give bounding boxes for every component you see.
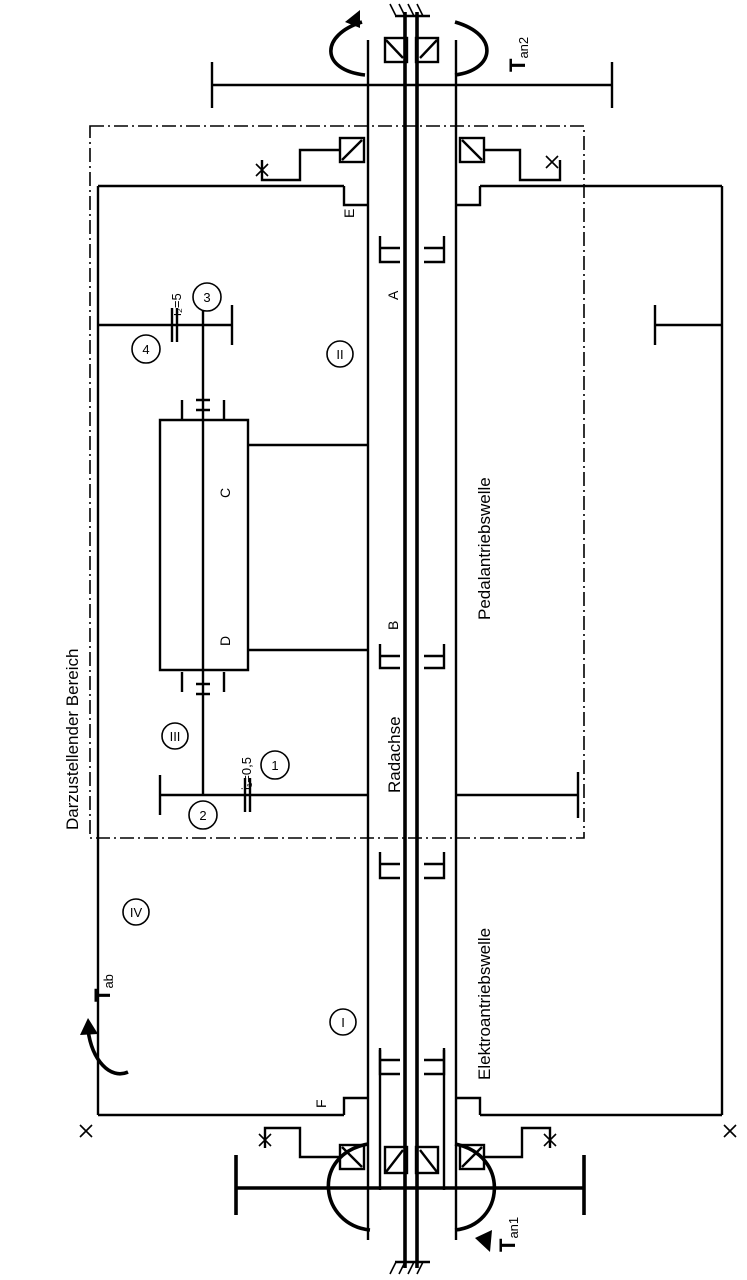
gear-label-4: 4 (142, 342, 149, 357)
clutch-e-symbol (342, 186, 482, 207)
wheel-axle (389, 3, 430, 1275)
clutch-label-e: E (341, 209, 357, 218)
shaft-number-markers: I II III IV (122, 340, 357, 1036)
outer-housing (79, 184, 737, 1138)
clutch-f-symbol (342, 1096, 482, 1115)
gear-pair-1-2 (158, 772, 580, 818)
layshaft (158, 310, 368, 795)
clutch-label-f: F (313, 1099, 329, 1108)
bottom-bearing (234, 1145, 586, 1215)
clutch-label-b: B (385, 621, 401, 630)
shaft-label-2: II (336, 347, 343, 362)
pedal-shaft-label: Pedalantriebswelle (475, 477, 494, 620)
gear-number-markers: 1 2 3 4 (131, 282, 290, 830)
clutch-b-symbol (378, 644, 446, 670)
torque-arrow-bottom-head (475, 1230, 492, 1252)
region-boundary (89, 125, 585, 839)
shaft-label-3: III (170, 729, 181, 744)
clutch-label-d: D (217, 636, 233, 646)
output-torque-arrow (86, 1029, 129, 1076)
shaft-label-4: IV (130, 905, 143, 920)
clutch-a-symbol (378, 236, 446, 264)
clutch-label-a: A (385, 290, 401, 300)
clutch-label-c: C (217, 488, 233, 498)
top-bearing (210, 36, 614, 108)
gear-label-3: 3 (203, 290, 210, 305)
gear-label-2: 2 (199, 808, 206, 823)
ratio-label-2: i₂=5 (169, 293, 184, 316)
middle-clutch-symbol (378, 852, 446, 1076)
torque-label-in1: Tan1 (495, 1217, 521, 1252)
gear-label-1: 1 (271, 758, 278, 773)
torque-arrow-top (329, 20, 489, 77)
torque-label-out: Tab (90, 974, 116, 1002)
wheel-axle-label: Radachse (385, 716, 404, 793)
lower-side-bearings (258, 1126, 557, 1171)
torque-arrow-bottom (326, 1142, 497, 1232)
ratio-label-1: i₁=0,5 (239, 757, 254, 790)
upper-side-bearings (255, 136, 562, 182)
region-label: Darzustellender Bereich (63, 649, 82, 830)
electric-shaft-label: Elektroantriebswelle (475, 928, 494, 1080)
gear-pair-3-4 (98, 305, 234, 345)
shaft-label-1: I (341, 1015, 345, 1030)
torque-arrow-top-head (345, 10, 360, 28)
output-torque-arrow-head (80, 1018, 98, 1035)
torque-label-in2: Tan2 (505, 37, 531, 72)
